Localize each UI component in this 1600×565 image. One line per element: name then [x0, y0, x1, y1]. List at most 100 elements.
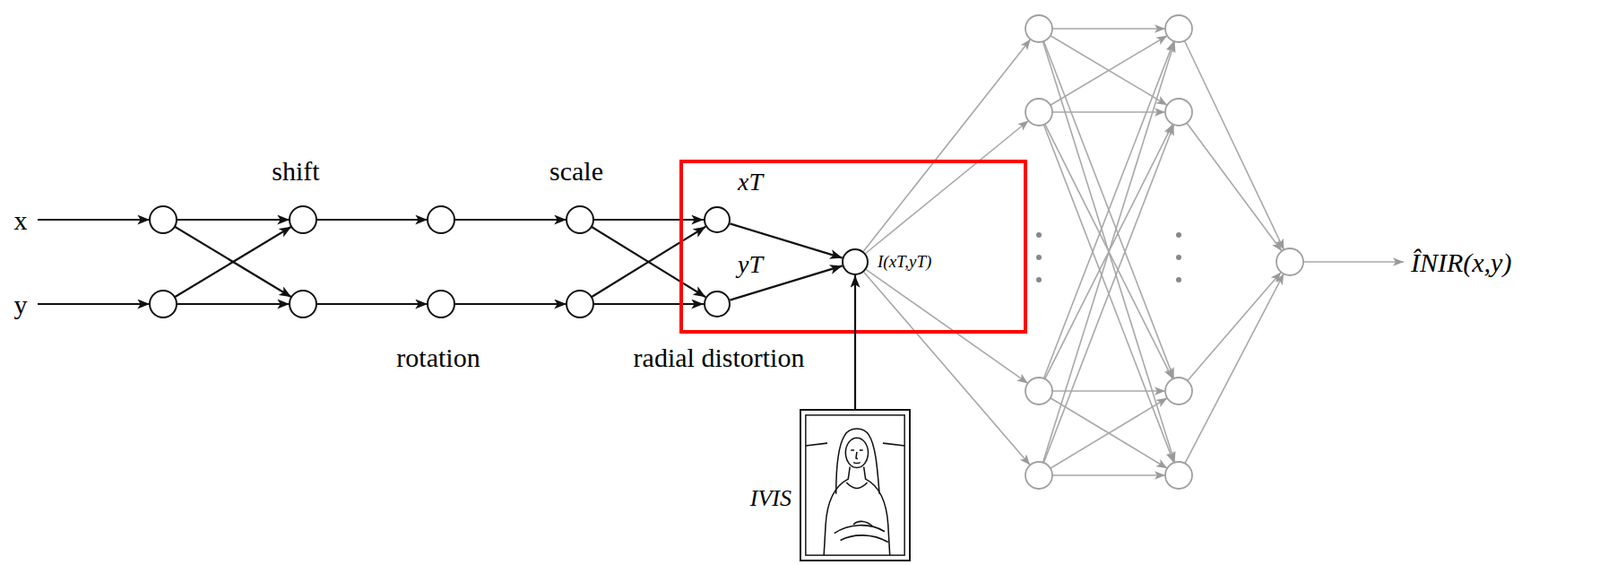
connector-arrow	[854, 275, 857, 409]
portrait-stroke	[882, 442, 905, 446]
transform-neuron	[149, 290, 177, 318]
mlp-connection	[1050, 397, 1168, 468]
transform-neuron	[289, 206, 317, 234]
mlp-connection	[1187, 271, 1281, 381]
transform-arrow	[316, 218, 428, 221]
mlp-neuron	[1025, 15, 1053, 43]
transform-arrow	[174, 226, 292, 298]
mlp-connection	[1043, 41, 1176, 462]
input-variable: y	[14, 289, 28, 320]
mlp-neuron	[1165, 15, 1193, 43]
transform-neuron	[566, 206, 594, 234]
transform-neuron	[566, 290, 594, 318]
transform-arrow	[591, 226, 706, 297]
ellipsis-dots	[1176, 276, 1182, 283]
portrait-stroke	[834, 525, 885, 534]
portrait-frame	[805, 415, 905, 555]
mlp-connection	[1052, 389, 1166, 392]
transform-arrow	[591, 226, 706, 297]
transform-arrow	[176, 218, 290, 221]
transform-neuron	[289, 290, 317, 318]
transform-neuron	[149, 206, 594, 318]
layer-name: rotation	[396, 342, 480, 372]
mlp-neuron	[1165, 461, 1193, 489]
circle-outline	[704, 207, 730, 233]
portrait-face	[845, 437, 868, 468]
mlp-connection	[1052, 27, 1166, 30]
circle-outline	[703, 290, 731, 318]
ellipsis-dots	[1036, 276, 1042, 283]
ellipsis-dots	[1036, 254, 1042, 260]
circle-outline	[841, 248, 869, 276]
transform-arrow	[176, 302, 290, 305]
transform-arrow	[37, 302, 150, 305]
mlp-connection	[863, 28, 1404, 476]
portrait-drawing	[801, 410, 909, 560]
transform-arrow	[37, 219, 706, 304]
portrait-stroke	[856, 451, 858, 459]
ellipsis-dots	[1176, 254, 1182, 260]
portrait-stroke	[850, 449, 864, 451]
transform-neuron	[427, 290, 455, 318]
node-label: xT	[737, 168, 763, 197]
mlp-neuron	[1025, 377, 1053, 405]
ellipsis-dots	[1036, 232, 1042, 238]
mlp-connection	[1052, 474, 1166, 476]
input-variable: x	[14, 205, 28, 235]
mlp-connection	[1043, 124, 1174, 463]
mlp-connection	[1050, 397, 1168, 468]
mlp-connection	[1043, 41, 1176, 462]
portrait-stroke	[805, 442, 828, 446]
mlp-connection	[1050, 35, 1168, 106]
portrait-stroke	[864, 466, 891, 555]
transform-neuron	[427, 206, 455, 234]
mlp-connection	[1050, 35, 1168, 106]
mlp-connection	[1303, 260, 1404, 263]
node-label: yT	[737, 250, 763, 279]
layer-name: radial distortion	[633, 342, 805, 372]
mlp-neuron	[1165, 98, 1193, 126]
sampler-neuron: I(xT,yT)	[841, 248, 869, 276]
highlight-box	[681, 161, 1026, 332]
sampling-coordinate: yT	[703, 290, 731, 318]
node-label: I(xT,yT)	[877, 252, 932, 272]
mlp-neuron	[1025, 15, 1304, 489]
circle-outline	[703, 206, 731, 234]
mlp-neuron	[1025, 461, 1053, 489]
mlp-connection	[1186, 122, 1282, 251]
mlp-connection	[1043, 41, 1174, 379]
transform-arrow	[454, 218, 567, 221]
circle-outline	[842, 249, 868, 275]
layer-name: scale	[549, 155, 604, 186]
mlp-connection	[865, 269, 1028, 384]
transform-arrow	[316, 302, 428, 305]
mlp-connection	[1184, 41, 1285, 251]
sampling-coordinate: xT	[703, 206, 731, 234]
transform-arrow	[593, 218, 704, 221]
mlp-connection	[1052, 111, 1166, 113]
mlp-connection	[863, 39, 1030, 251]
portrait-stroke	[853, 461, 861, 465]
node-label: IVIS	[750, 485, 792, 512]
output-variable: ÎNIR(x,y)	[1410, 247, 1512, 277]
circle-outline	[704, 291, 730, 317]
ellipsis-dots	[1036, 232, 1182, 283]
mlp-neuron	[1165, 377, 1193, 405]
mlp-connection	[1184, 273, 1284, 463]
transform-arrow	[593, 302, 704, 305]
layer-name: shift	[271, 155, 320, 186]
input-image: IVIS	[799, 408, 911, 562]
portrait-stroke	[823, 466, 850, 555]
mlp-neuron	[1276, 248, 1304, 276]
transform-arrow	[174, 226, 292, 298]
mlp-connection	[1043, 124, 1174, 463]
transform-arrow	[454, 302, 567, 305]
highlight-box	[681, 161, 1026, 332]
mlp-neuron	[1025, 98, 1053, 126]
ellipsis-dots	[1176, 232, 1182, 238]
transform-arrow	[37, 218, 150, 221]
portrait-stroke	[846, 482, 867, 488]
portrait-stroke	[840, 535, 889, 543]
transform-neuron	[149, 206, 177, 234]
mlp-connection	[1043, 41, 1174, 379]
